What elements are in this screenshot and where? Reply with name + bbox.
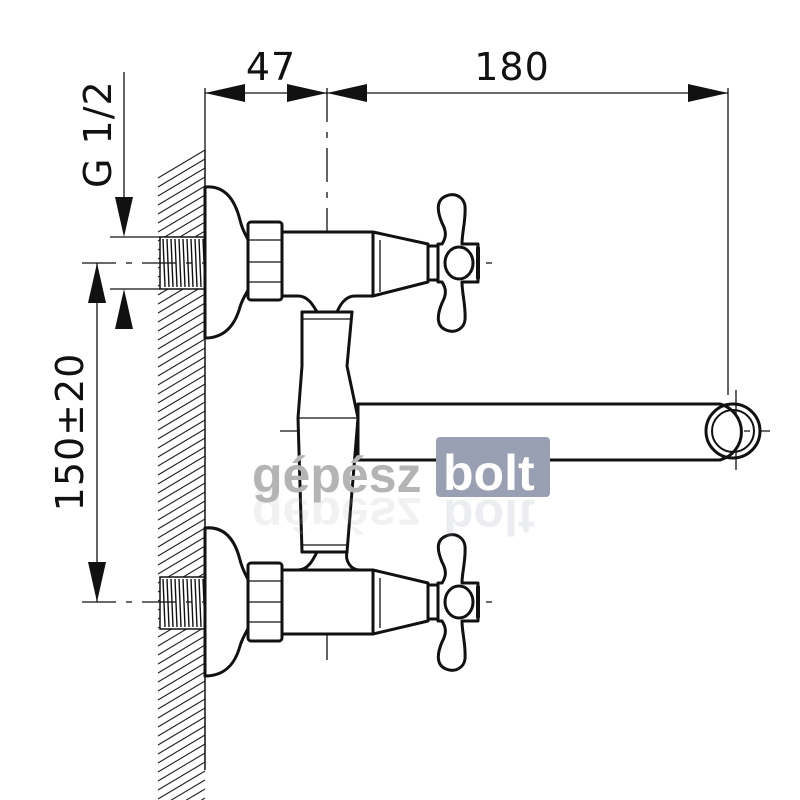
lower-valve [203,526,480,678]
lower-handle-hub [443,584,475,620]
dimension-inlet-spacing: 150±20 [48,263,106,602]
dimension-180-label: 180 [474,45,550,89]
watermark-text-gepesz: gépész [252,447,422,503]
dimension-47-label: 47 [246,45,296,89]
dimension-180: 180 [327,45,728,102]
thread-size-label: G 1/2 [76,80,120,188]
dimension-thread-size: G 1/2 [76,72,160,329]
dimension-47: 47 [205,45,327,102]
lower-valve-neck [280,550,375,636]
lower-inlet-thread [159,576,206,630]
lower-wall-flange [203,526,252,678]
upper-handle-hub [443,245,475,281]
upper-hex-nut [246,220,284,302]
inlet-spacing-label: 150±20 [48,353,92,512]
lower-valve-cone [371,568,430,636]
upper-valve-neck [280,230,375,314]
watermark-logo: gépész bolt gépész bolt [252,437,550,545]
watermark-reflection-bolt: bolt [443,489,535,545]
upper-wall-flange [203,185,252,340]
watermark-text-bolt: bolt [443,445,535,501]
watermark-reflection-gepesz: gépész [252,487,422,543]
upper-valve [203,185,480,340]
watermark-box [436,437,550,497]
upper-valve-cone [371,230,430,298]
